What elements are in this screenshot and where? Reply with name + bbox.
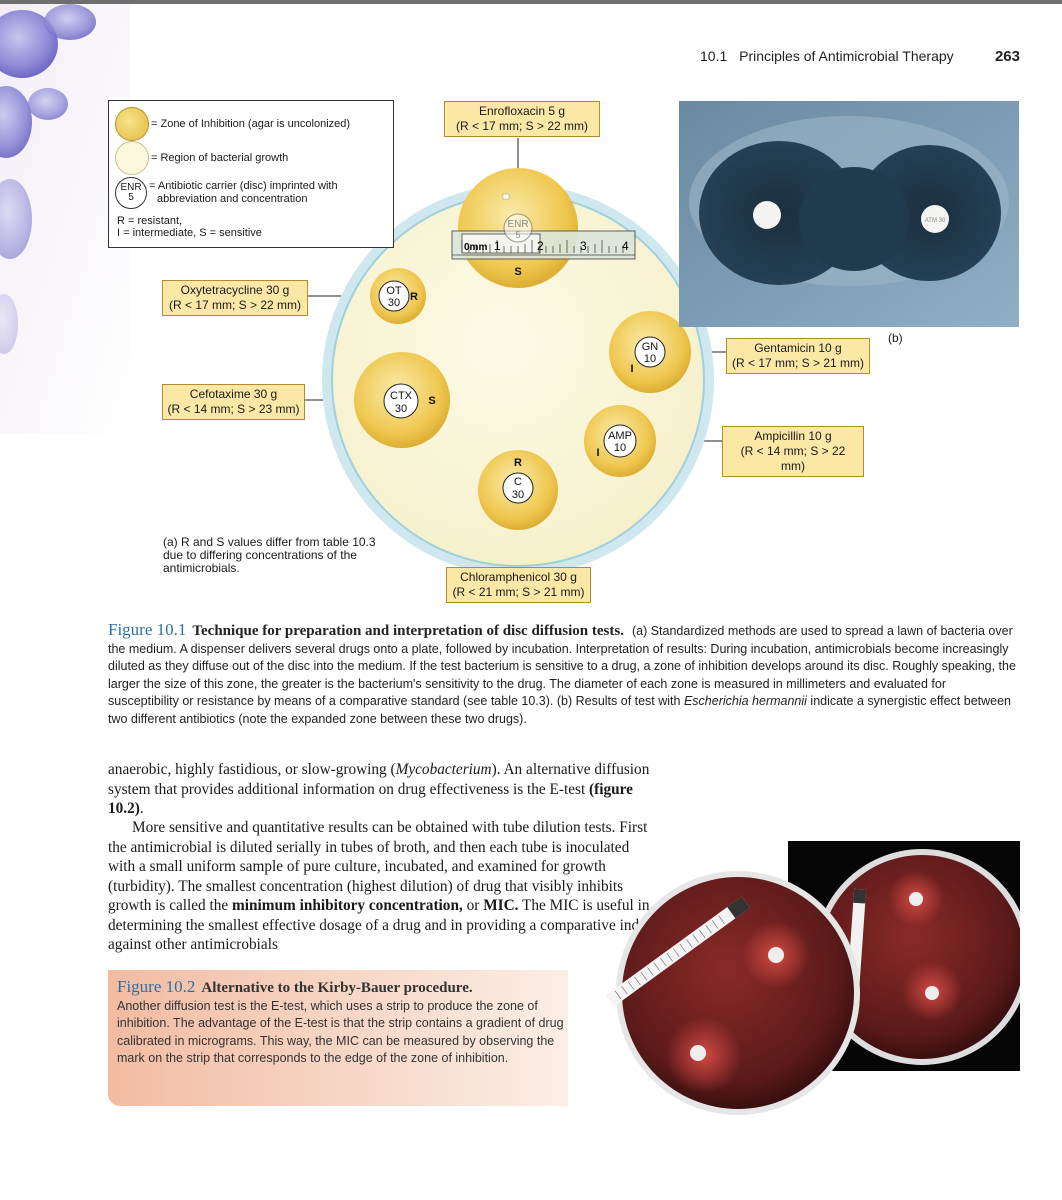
svg-text:CTX: CTX bbox=[390, 390, 413, 402]
disc-ot: OT 30 bbox=[378, 280, 410, 312]
key-term: MIC. bbox=[483, 897, 519, 914]
legend-growth-label: = Region of bacterial growth bbox=[151, 152, 289, 164]
callout-enrofloxacin: Enrofloxacin 5 g (R < 17 mm; S > 22 mm) bbox=[444, 101, 600, 137]
ruler-tick-label: 3 bbox=[580, 239, 587, 253]
page-number: 263 bbox=[994, 48, 1020, 65]
key-term: minimum inhibitory concentration, bbox=[232, 897, 463, 914]
bacteria-corner-art bbox=[0, 4, 130, 434]
legend-box: = Zone of Inhibition (agar is uncolonize… bbox=[108, 100, 394, 248]
figure-10-1-caption: Figure 10.1 Technique for preparation and… bbox=[108, 620, 1016, 726]
figure-title: Technique for preparation and interpreta… bbox=[192, 623, 624, 639]
body-paragraph-1: anaerobic, highly fastidious, or slow-gr… bbox=[108, 761, 650, 818]
legend-rsi-key: R = resistant, I = intermediate, S = sen… bbox=[117, 215, 262, 239]
disc-diffusion-diagram: 0mm 1 2 3 4 ENR 5 S OT 30 R CTX 30 S GN … bbox=[303, 138, 726, 576]
result-label: R bbox=[410, 291, 418, 303]
chapter-title: Principles of Antimicrobial Therapy bbox=[739, 48, 954, 64]
figure-number: Figure 10.2 bbox=[117, 977, 196, 996]
figure-reference[interactable]: (figure 10.2) bbox=[108, 780, 633, 818]
panel-b-label: (b) bbox=[888, 331, 903, 345]
ruler-tick-label: 2 bbox=[537, 239, 544, 253]
etest-photo bbox=[605, 841, 1020, 1115]
result-label: S bbox=[514, 266, 521, 278]
legend-disc-icon: ENR 5 bbox=[115, 177, 147, 209]
photo-b-plate: ATM 30 bbox=[679, 101, 1019, 327]
callout-chloramphenicol: Chloramphenicol 30 g (R < 21 mm; S > 21 … bbox=[446, 567, 591, 603]
running-head: 10.1 Principles of Antimicrobial Therapy… bbox=[700, 48, 1020, 65]
result-label: I bbox=[596, 447, 599, 459]
disc-gn: GN 10 bbox=[634, 336, 666, 368]
callout-ampicillin: Ampicillin 10 g (R < 14 mm; S > 22 mm) bbox=[722, 426, 864, 477]
figure-number: Figure 10.1 bbox=[108, 620, 187, 639]
zone-swatch bbox=[115, 107, 149, 141]
disc-ctx: CTX 30 bbox=[383, 383, 419, 419]
svg-text:GN: GN bbox=[642, 341, 659, 353]
callout-cefotaxime: Cefotaxime 30 g (R < 14 mm; S > 23 mm) bbox=[162, 384, 305, 420]
callout-gentamicin: Gentamicin 10 g (R < 17 mm; S > 21 mm) bbox=[726, 338, 870, 374]
svg-text:30: 30 bbox=[395, 403, 407, 415]
legend-carrier-label: = Antibiotic carrier (disc) imprinted wi… bbox=[149, 180, 338, 192]
photo-disc bbox=[753, 201, 781, 229]
result-label: R bbox=[514, 457, 522, 469]
panel-a-caption: (a) R and S values differ from table 10.… bbox=[163, 535, 376, 575]
svg-text:AMP: AMP bbox=[608, 430, 632, 442]
svg-text:10: 10 bbox=[614, 442, 626, 454]
ruler-tick-label: 4 bbox=[622, 239, 629, 253]
svg-text:30: 30 bbox=[512, 489, 524, 501]
disc-enr: ENR 5 bbox=[503, 213, 533, 243]
figure-10-2-box bbox=[108, 970, 568, 1106]
result-label: I bbox=[630, 363, 633, 375]
svg-text:5: 5 bbox=[515, 230, 520, 240]
disc-amp: AMP 10 bbox=[603, 424, 637, 458]
top-border bbox=[0, 0, 1062, 4]
svg-text:30: 30 bbox=[388, 297, 400, 309]
svg-text:OT: OT bbox=[386, 285, 402, 297]
section-number: 10.1 bbox=[700, 48, 728, 64]
photo-disc bbox=[921, 205, 949, 233]
measurement-ruler: 0mm 1 2 3 4 bbox=[451, 230, 636, 260]
body-paragraph-2: More sensitive and quantitative results … bbox=[108, 819, 654, 953]
svg-text:C: C bbox=[514, 476, 522, 488]
svg-text:ENR: ENR bbox=[507, 219, 528, 230]
result-label: S bbox=[428, 395, 435, 407]
ruler-unit: 0mm bbox=[464, 242, 487, 253]
photo-disc-label-right: ATM 30 bbox=[925, 218, 946, 224]
figure-10-2-caption: Figure 10.2 Alternative to the Kirby-Baue… bbox=[117, 977, 564, 1065]
svg-text:10: 10 bbox=[644, 353, 656, 365]
callout-oxytetracycline: Oxytetracycline 30 g (R < 17 mm; S > 22 … bbox=[162, 280, 308, 316]
growth-swatch bbox=[115, 141, 149, 175]
figure-title: Alternative to the Kirby-Bauer procedure… bbox=[201, 980, 473, 996]
ruler-tick-label: 1 bbox=[494, 239, 501, 253]
legend-zone-label: = Zone of Inhibition (agar is uncolonize… bbox=[151, 118, 351, 130]
disc-c: C 30 bbox=[502, 472, 534, 504]
